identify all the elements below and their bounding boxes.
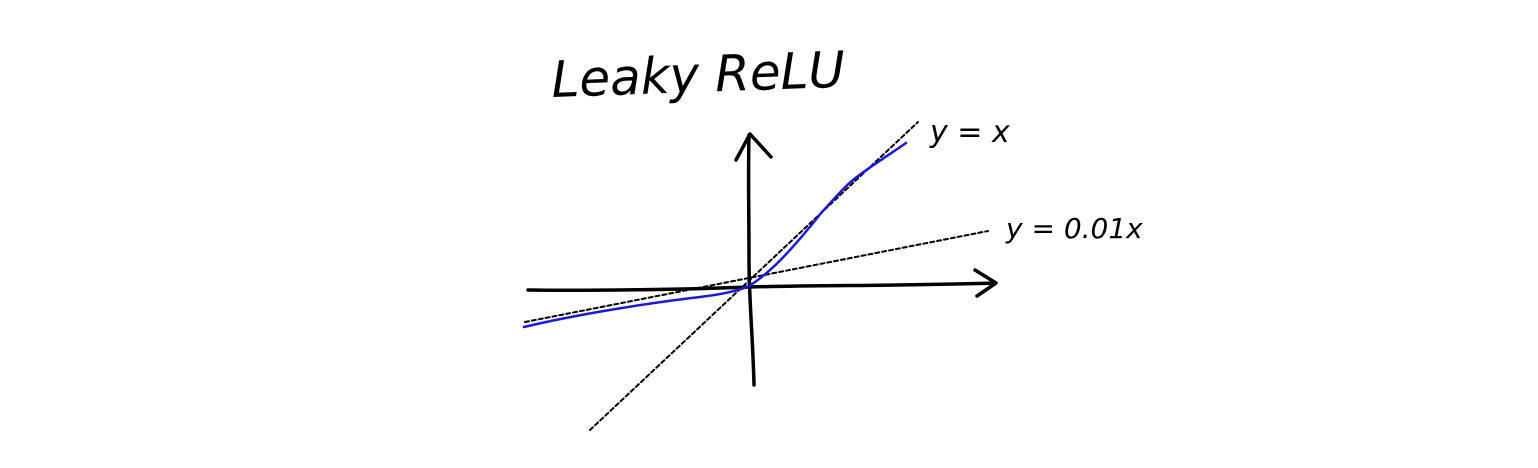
diagram-title: Leaky ReLU [550, 41, 846, 109]
x-axis-arrowhead [973, 268, 998, 298]
leaky-relu-curve [522, 141, 908, 329]
y-axis [746, 133, 756, 387]
y-axis-arrowhead [734, 132, 773, 162]
leaky-guide-line [524, 230, 989, 323]
identity-label: y = x [929, 115, 1010, 150]
x-axis [526, 281, 997, 293]
leaky-label: y = 0.01x [1005, 212, 1143, 245]
